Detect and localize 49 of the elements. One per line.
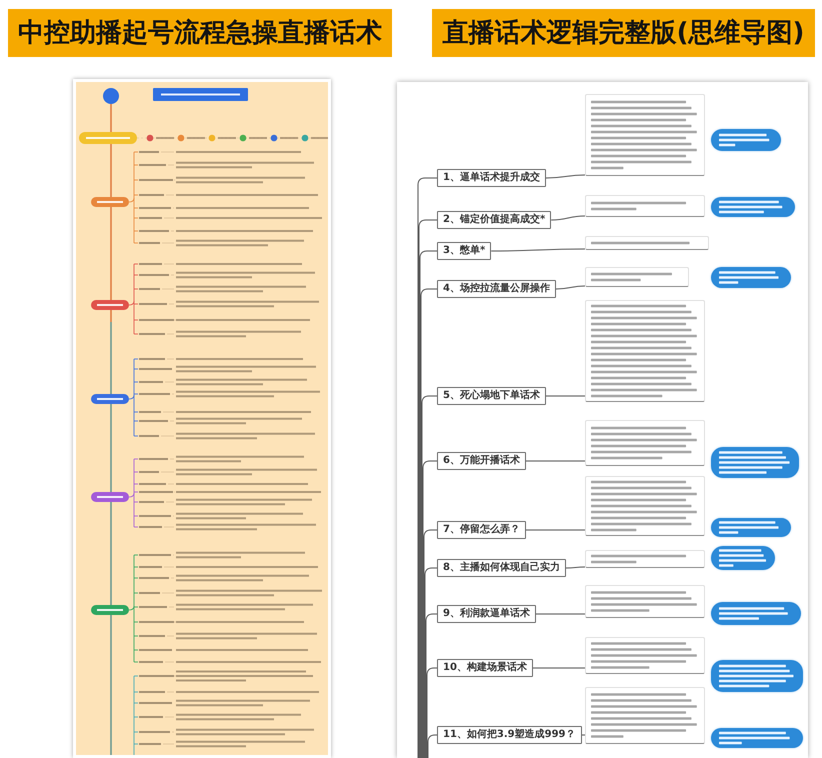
connector-line xyxy=(581,734,586,736)
blurred-note-pill xyxy=(711,660,803,692)
topic-node: 10、构建场景话术 xyxy=(437,659,533,677)
connector-line xyxy=(426,614,438,758)
connector-line xyxy=(422,460,438,758)
blurred-note-pill xyxy=(711,129,781,151)
blurred-note-pill xyxy=(711,728,803,748)
connector-line xyxy=(555,286,586,290)
blurred-note-pill xyxy=(711,267,791,288)
connector-line xyxy=(565,566,586,568)
blurred-text-block xyxy=(585,267,689,287)
topic-node: 5、死心塌地下单话术 xyxy=(437,387,546,405)
blurred-text-block xyxy=(585,550,705,568)
blurred-text-block xyxy=(585,195,705,217)
topic-node: 2、锚定价值提高成交* xyxy=(437,211,552,229)
blurred-note-pill xyxy=(711,447,799,478)
blurred-text-block xyxy=(585,687,705,744)
connector-line xyxy=(545,174,586,178)
topic-node: 11、如何把3.9塑造成999？ xyxy=(437,726,582,744)
topic-node: 7、停留怎么弄？ xyxy=(437,521,526,539)
connector-line xyxy=(490,248,586,252)
connector-line xyxy=(426,668,438,758)
title-banner: 中控助播起号流程急操直播话术 xyxy=(8,9,392,57)
mindmap-thumbnail xyxy=(73,79,331,758)
topic-node: 3、憋单* xyxy=(437,242,492,260)
blurred-text-block xyxy=(585,637,705,674)
topic-node: 9、利润款逼单话术 xyxy=(437,605,536,623)
topic-node: 1、逼单话术提升成交 xyxy=(437,169,546,187)
blurred-note-pill xyxy=(711,518,791,537)
blurred-text-block xyxy=(585,420,705,466)
connector-line xyxy=(525,460,586,462)
connector-line xyxy=(424,530,438,758)
blurred-text-block xyxy=(585,585,705,618)
connector-line xyxy=(422,396,438,758)
connector-line xyxy=(428,734,438,758)
blurred-text-block xyxy=(585,476,705,536)
topic-node: 4、场控拉流量公屏操作 xyxy=(437,280,556,298)
blurred-note-pill xyxy=(711,602,801,625)
blurred-text-block xyxy=(585,300,705,402)
blurred-text-block xyxy=(585,94,705,176)
topic-node: 8、主播如何体现自己实力 xyxy=(437,559,566,577)
blurred-note-pill xyxy=(711,197,795,217)
mindmap-page xyxy=(397,82,808,758)
blurred-text-block xyxy=(585,236,709,250)
topic-node: 6、万能开播话术 xyxy=(437,452,526,470)
title-banner: 直播话术逻辑完整版(思维导图) xyxy=(432,9,815,57)
blurred-note-pill xyxy=(711,546,775,570)
connector-line xyxy=(550,216,586,220)
connector-line xyxy=(424,568,438,758)
